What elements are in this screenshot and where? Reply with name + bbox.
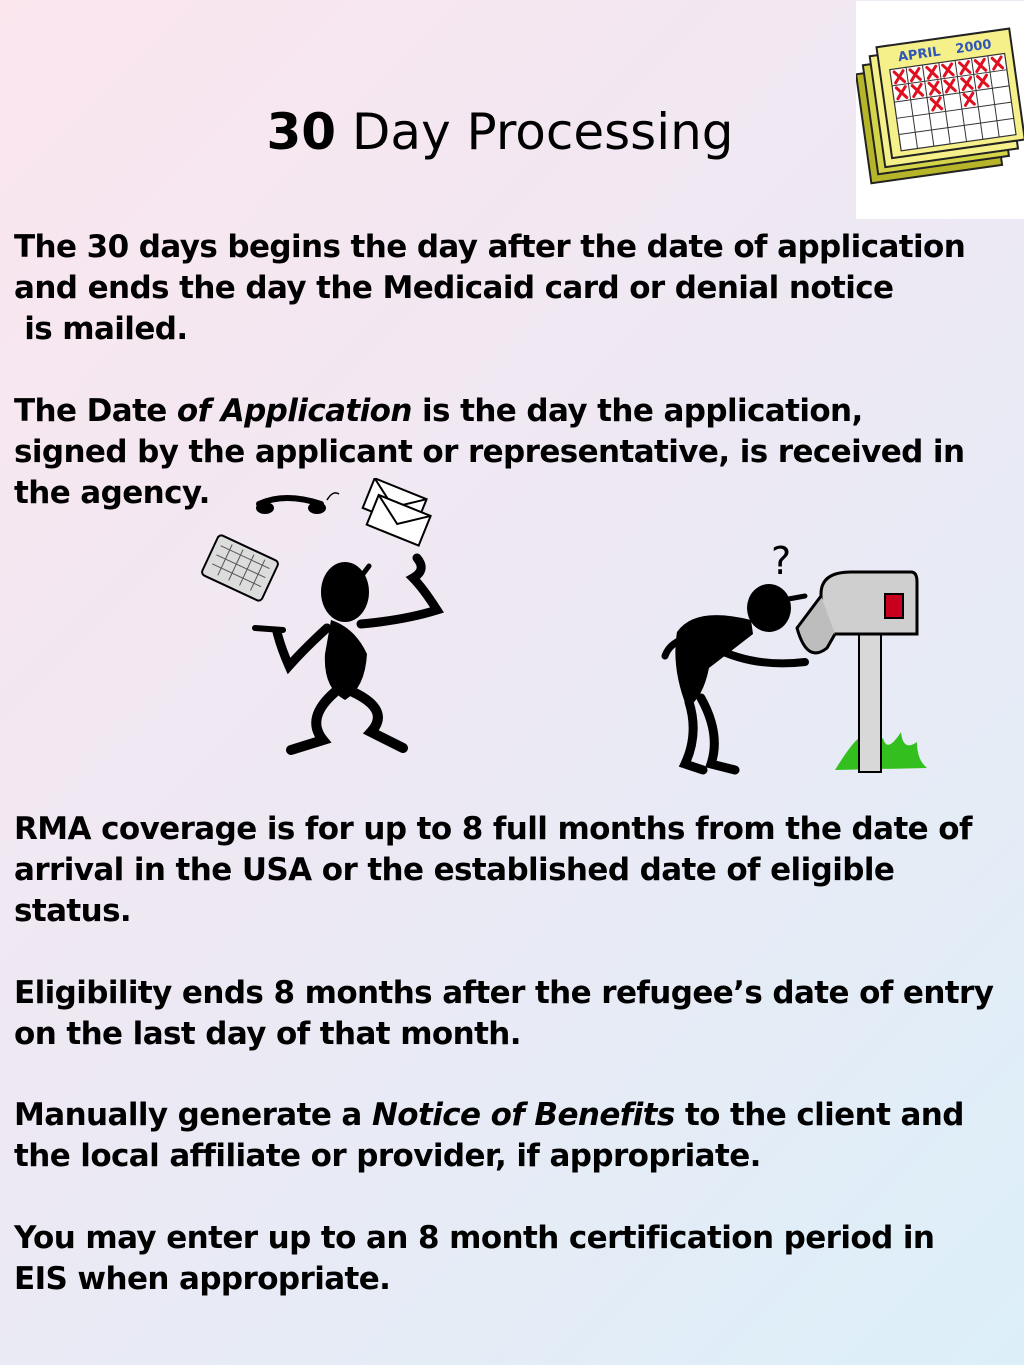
p1-line2: and ends the day the Medicaid card or de… bbox=[14, 270, 894, 306]
title-number: 30 bbox=[266, 103, 337, 161]
p5-pre: Manually generate a bbox=[14, 1097, 372, 1133]
p1-line3: is mailed. bbox=[14, 311, 188, 347]
paragraph-notice-of-benefits: Manually generate a Notice of Benefits t… bbox=[14, 1095, 1014, 1177]
juggling-person-icon bbox=[201, 476, 444, 755]
mailbox-figure-clipart: ? bbox=[655, 538, 945, 783]
calendar-month: APRIL bbox=[897, 44, 941, 65]
p5-italic: Notice of Benefits bbox=[371, 1097, 675, 1133]
paragraph-certification-period: You may enter up to an 8 month certifica… bbox=[14, 1218, 1014, 1300]
calendar-clipart: APRIL 2000 bbox=[854, 1, 1024, 219]
slide-title: 30 Day Processing bbox=[0, 100, 1000, 164]
mailbox-person-icon: ? bbox=[661, 539, 927, 775]
paragraph-date-of-application: The Date of Application is the day the a… bbox=[14, 391, 1014, 514]
p6-line2: EIS when appropriate. bbox=[14, 1261, 391, 1297]
p2-italic: of Application bbox=[176, 393, 413, 429]
calendar-year: 2000 bbox=[955, 37, 993, 57]
juggling-figure-clipart bbox=[195, 476, 455, 773]
p2-pre: The Date bbox=[14, 393, 177, 429]
p3-line3: status. bbox=[14, 893, 132, 929]
p4-line1: Eligibility ends 8 months after the refu… bbox=[14, 975, 994, 1011]
question-mark-icon: ? bbox=[771, 539, 791, 583]
calendar-icon: APRIL 2000 bbox=[854, 27, 1024, 185]
p6-line1: You may enter up to an 8 month certifica… bbox=[14, 1220, 935, 1256]
p3-line2: arrival in the USA or the established da… bbox=[14, 852, 895, 888]
p2-line3: the agency. bbox=[14, 475, 210, 511]
paragraph-rma-coverage: RMA coverage is for up to 8 full months … bbox=[14, 809, 1014, 932]
p2-line2: signed by the applicant or representativ… bbox=[14, 434, 965, 470]
p5-post: to the client and bbox=[674, 1097, 965, 1133]
p2-post: is the day the application, bbox=[411, 393, 863, 429]
p4-line2: on the last day of that month. bbox=[14, 1016, 522, 1052]
p1-line1: The 30 days begins the day after the dat… bbox=[14, 229, 966, 265]
paragraph-processing-period: The 30 days begins the day after the dat… bbox=[14, 227, 1014, 350]
title-text: Day Processing bbox=[336, 103, 734, 161]
paragraph-eligibility-end: Eligibility ends 8 months after the refu… bbox=[14, 973, 1014, 1055]
p5-line2: the local affiliate or provider, if appr… bbox=[14, 1138, 761, 1174]
p3-line1: RMA coverage is for up to 8 full months … bbox=[14, 811, 972, 847]
